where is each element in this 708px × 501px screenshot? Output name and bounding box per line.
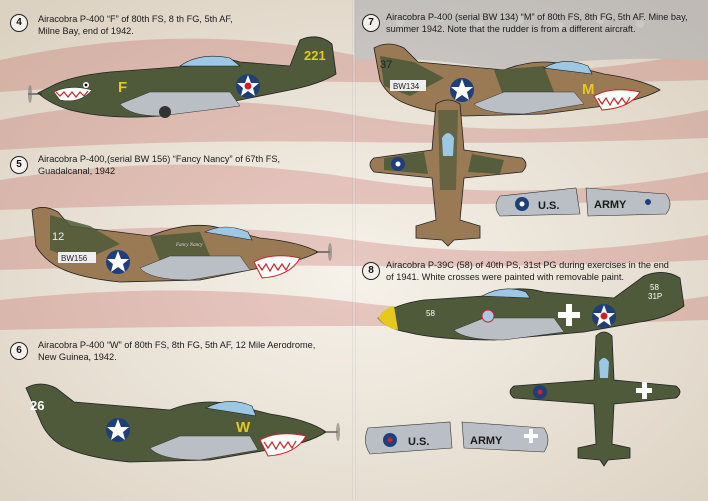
tail-number: 12 — [52, 231, 64, 243]
wing-marking-us: U.S. — [538, 200, 559, 212]
aircraft-profiles-right: 37 BW134 M U.S. — [365, 43, 685, 467]
profile-number-5: 5 — [10, 156, 28, 174]
aircraft-profile-6: 26 W — [25, 383, 340, 463]
tail-code: 31P — [648, 292, 662, 301]
caption-line: Airacobra P-39C (58) of 40th PS, 31st PG… — [386, 260, 669, 270]
aircraft-topview-8 — [509, 331, 681, 467]
profile-number-4: 4 — [10, 14, 28, 32]
caption-line: of 1941. White crosses were painted with… — [386, 271, 624, 282]
serial-number: BW134 — [393, 82, 420, 91]
caption-line: Guadalcanal, 1942 — [38, 165, 116, 176]
tail-number: 58 — [650, 283, 659, 292]
tail-number: 37 — [380, 59, 392, 71]
serial-number: BW156 — [61, 254, 88, 263]
nose-art-name: Fancy Nancy — [175, 243, 203, 248]
profile-number-8: 8 — [362, 262, 380, 280]
center-fold — [352, 0, 356, 501]
caption-line: Airacobra P-400 “F” of 80th FS, 8 th FG,… — [38, 14, 233, 24]
aircraft-code-letter: M — [582, 81, 595, 98]
caption-line: Airacobra P-400,(serial BW 156) “Fancy N… — [38, 154, 281, 164]
right-page: 7 Airacobra P-400 (serial BW 134) “M” of… — [354, 0, 708, 501]
wing-underside-8: U.S. ARMY — [365, 421, 549, 455]
nose-number: 58 — [426, 309, 435, 318]
caption-line: Airacobra P-400 “W” of 80th FS, 8th FG, … — [38, 340, 316, 350]
profile-number-6: 6 — [10, 342, 28, 360]
wing-marking-us: U.S. — [408, 436, 429, 448]
profile-caption-5: Airacobra P-400,(serial BW 156) “Fancy N… — [38, 154, 338, 177]
aircraft-profile-4: F 221 — [28, 36, 337, 118]
aircraft-profile-8: 58 58 31P — [377, 272, 685, 341]
wing-marking-army: ARMY — [594, 199, 627, 211]
profile-caption-6: Airacobra P-400 “W” of 80th FS, 8th FG, … — [38, 340, 348, 363]
tail-number: 26 — [30, 398, 44, 413]
wing-underside-7: U.S. ARMY — [495, 187, 671, 217]
profile-caption-8: Airacobra P-39C (58) of 40th PS, 31st PG… — [386, 260, 704, 283]
aircraft-topview-7 — [369, 99, 527, 247]
profile-caption-7: Airacobra P-400 (serial BW 134) “M” of 8… — [386, 12, 704, 35]
aircraft-code-letter: W — [236, 419, 251, 436]
caption-line: Airacobra P-400 (serial BW 134) “M” of 8… — [386, 12, 688, 22]
left-page: 4 Airacobra P-400 “F” of 80th FS, 8 th F… — [10, 14, 348, 463]
tail-number: 221 — [304, 48, 326, 63]
aircraft-code-letter: F — [118, 79, 127, 96]
aircraft-profiles-left: F 221 12 BW156 Fancy Nancy — [25, 36, 340, 463]
caption-line: summer 1942. Note that the rudder is fro… — [386, 23, 636, 34]
caption-line: New Guinea, 1942. — [38, 351, 117, 362]
profile-number-7: 7 — [362, 14, 380, 32]
profile-caption-4: Airacobra P-400 “F” of 80th FS, 8 th FG,… — [38, 14, 338, 37]
wing-marking-army: ARMY — [470, 435, 503, 447]
aircraft-profile-7: 37 BW134 M — [373, 43, 661, 117]
caption-line: Milne Bay, end of 1942. — [38, 25, 134, 36]
aircraft-profile-5: 12 BW156 Fancy Nancy — [31, 207, 332, 283]
